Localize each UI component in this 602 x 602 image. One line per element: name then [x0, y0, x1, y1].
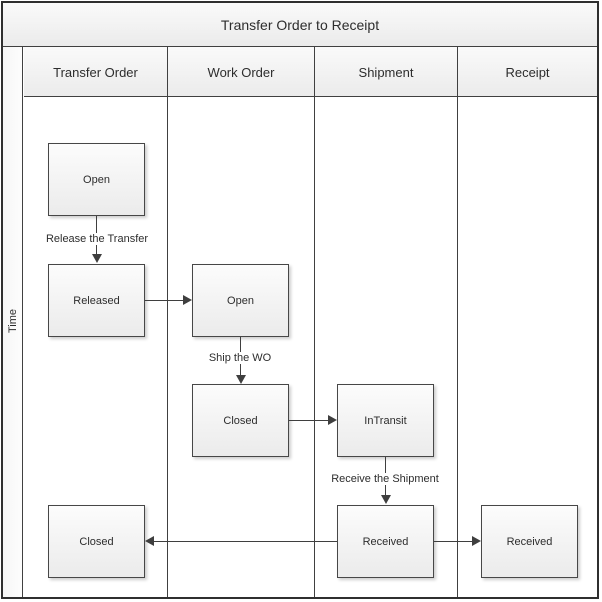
- state-box-work-order-closed: Closed: [192, 384, 289, 457]
- arrowhead-left-icon: [145, 536, 154, 546]
- state-label: Closed: [223, 414, 258, 427]
- state-box-shipment-received: Received: [337, 505, 434, 578]
- state-box-receipt-received: Received: [481, 505, 578, 578]
- state-box-transfer-order-open: Open: [48, 143, 145, 216]
- lane-header-transfer-order: Transfer Order: [24, 47, 167, 97]
- edge-label-release-the-transfer: Release the Transfer: [42, 233, 152, 245]
- arrowhead-down-icon: [236, 375, 246, 384]
- state-box-transfer-order-released: Released: [48, 264, 145, 337]
- state-box-work-order-open: Open: [192, 264, 289, 337]
- arrowhead-right-icon: [328, 415, 337, 425]
- lane-label: Transfer Order: [53, 64, 138, 80]
- state-label: Closed: [79, 535, 114, 548]
- arrow-line-received-to-receipt: [434, 541, 473, 542]
- lane-divider-3: [457, 47, 458, 597]
- state-label: Open: [227, 294, 254, 307]
- state-box-transfer-order-closed: Closed: [48, 505, 145, 578]
- edge-label-receive-the-shipment: Receive the Shipment: [328, 473, 442, 485]
- arrowhead-down-icon: [92, 254, 102, 263]
- lane-label: Shipment: [358, 64, 414, 80]
- lane-label: Work Order: [207, 64, 275, 80]
- lane-header-shipment: Shipment: [315, 47, 457, 97]
- arrowhead-right-icon: [472, 536, 481, 546]
- state-label: Received: [506, 535, 553, 548]
- time-axis: Time: [3, 47, 23, 597]
- state-label: Received: [362, 535, 409, 548]
- lane-divider-1: [167, 47, 168, 597]
- arrowhead-right-icon: [183, 295, 192, 305]
- state-label: Open: [83, 173, 110, 186]
- state-box-shipment-intransit: InTransit: [337, 384, 434, 457]
- lane-header-work-order: Work Order: [168, 47, 314, 97]
- edge-label-ship-the-wo: Ship the WO: [205, 352, 275, 364]
- time-axis-label: Time: [7, 308, 19, 334]
- arrow-line-closed-to-intransit: [289, 420, 329, 421]
- lane-header-band: [24, 47, 597, 97]
- diagram-title: Transfer Order to Receipt: [220, 16, 380, 33]
- state-label: InTransit: [364, 414, 407, 427]
- arrow-line-received-to-to-closed: [153, 541, 337, 542]
- state-label: Released: [73, 294, 120, 307]
- arrow-line-released-to-wo-open: [145, 300, 184, 301]
- diagram-title-bar: Transfer Order to Receipt: [3, 3, 597, 47]
- lane-label: Receipt: [505, 64, 550, 80]
- lane-header-receipt: Receipt: [458, 47, 597, 97]
- arrowhead-down-icon: [381, 495, 391, 504]
- lane-divider-2: [314, 47, 315, 597]
